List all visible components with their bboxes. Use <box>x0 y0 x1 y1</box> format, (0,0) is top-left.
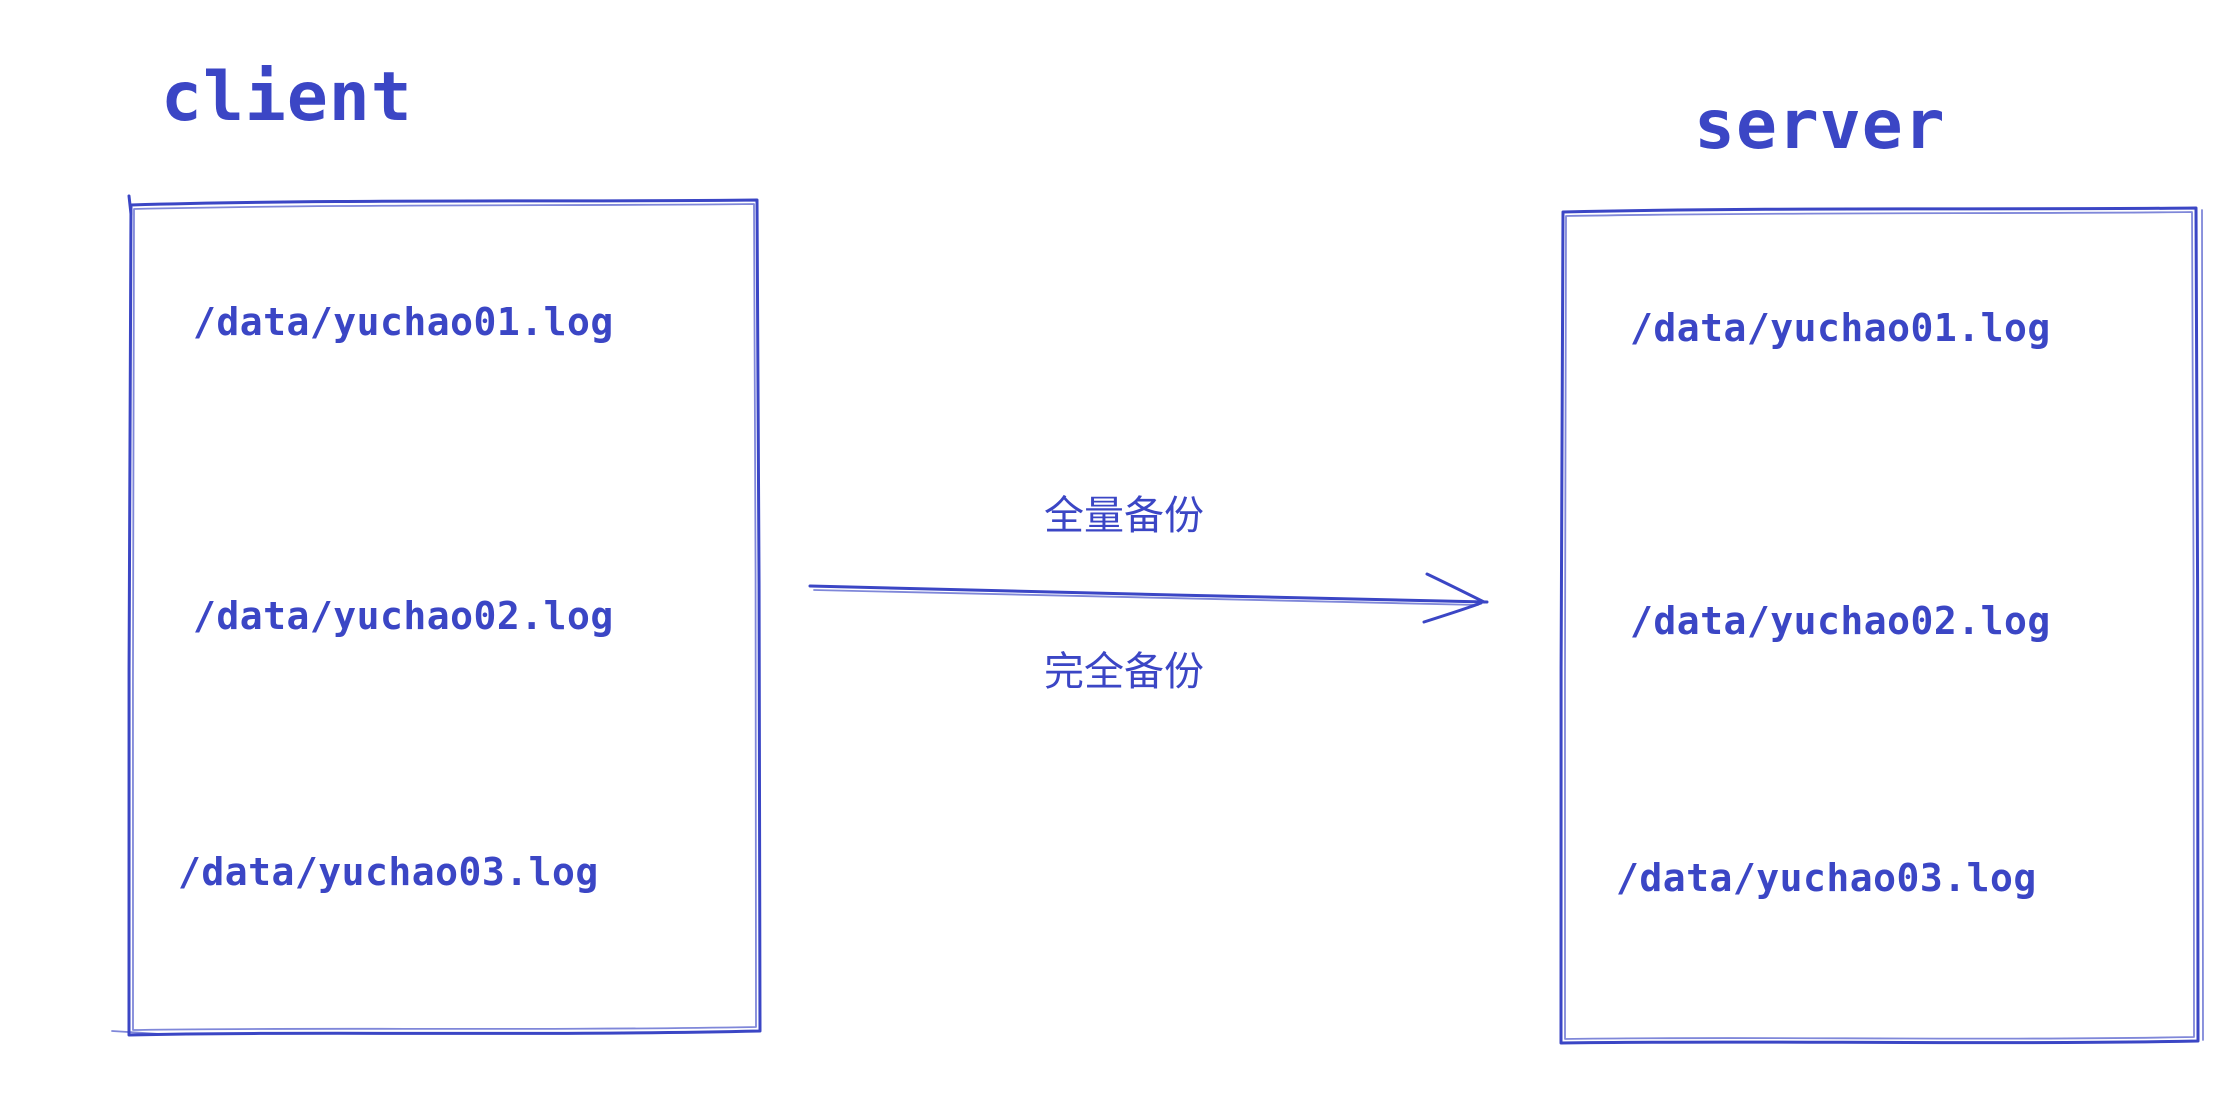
server-file-path-1: /data/yuchao01.log <box>1630 306 2051 350</box>
client-file-path-2: /data/yuchao02.log <box>193 594 614 638</box>
arrow-label-complete-backup: 完全备份 <box>1044 649 1204 695</box>
arrow-label-full-backup: 全量备份 <box>1044 493 1204 539</box>
client-file-path-3: /data/yuchao03.log <box>178 850 599 894</box>
client-file-path-1: /data/yuchao01.log <box>193 300 614 344</box>
server-title: server <box>1694 86 1946 165</box>
server-box <box>1559 206 2204 1045</box>
server-file-path-3: /data/yuchao03.log <box>1616 856 2037 900</box>
server-file-path-2: /data/yuchao02.log <box>1630 599 2051 643</box>
backup-arrow <box>808 572 1489 624</box>
client-box <box>111 194 762 1037</box>
client-title: client <box>161 58 413 137</box>
